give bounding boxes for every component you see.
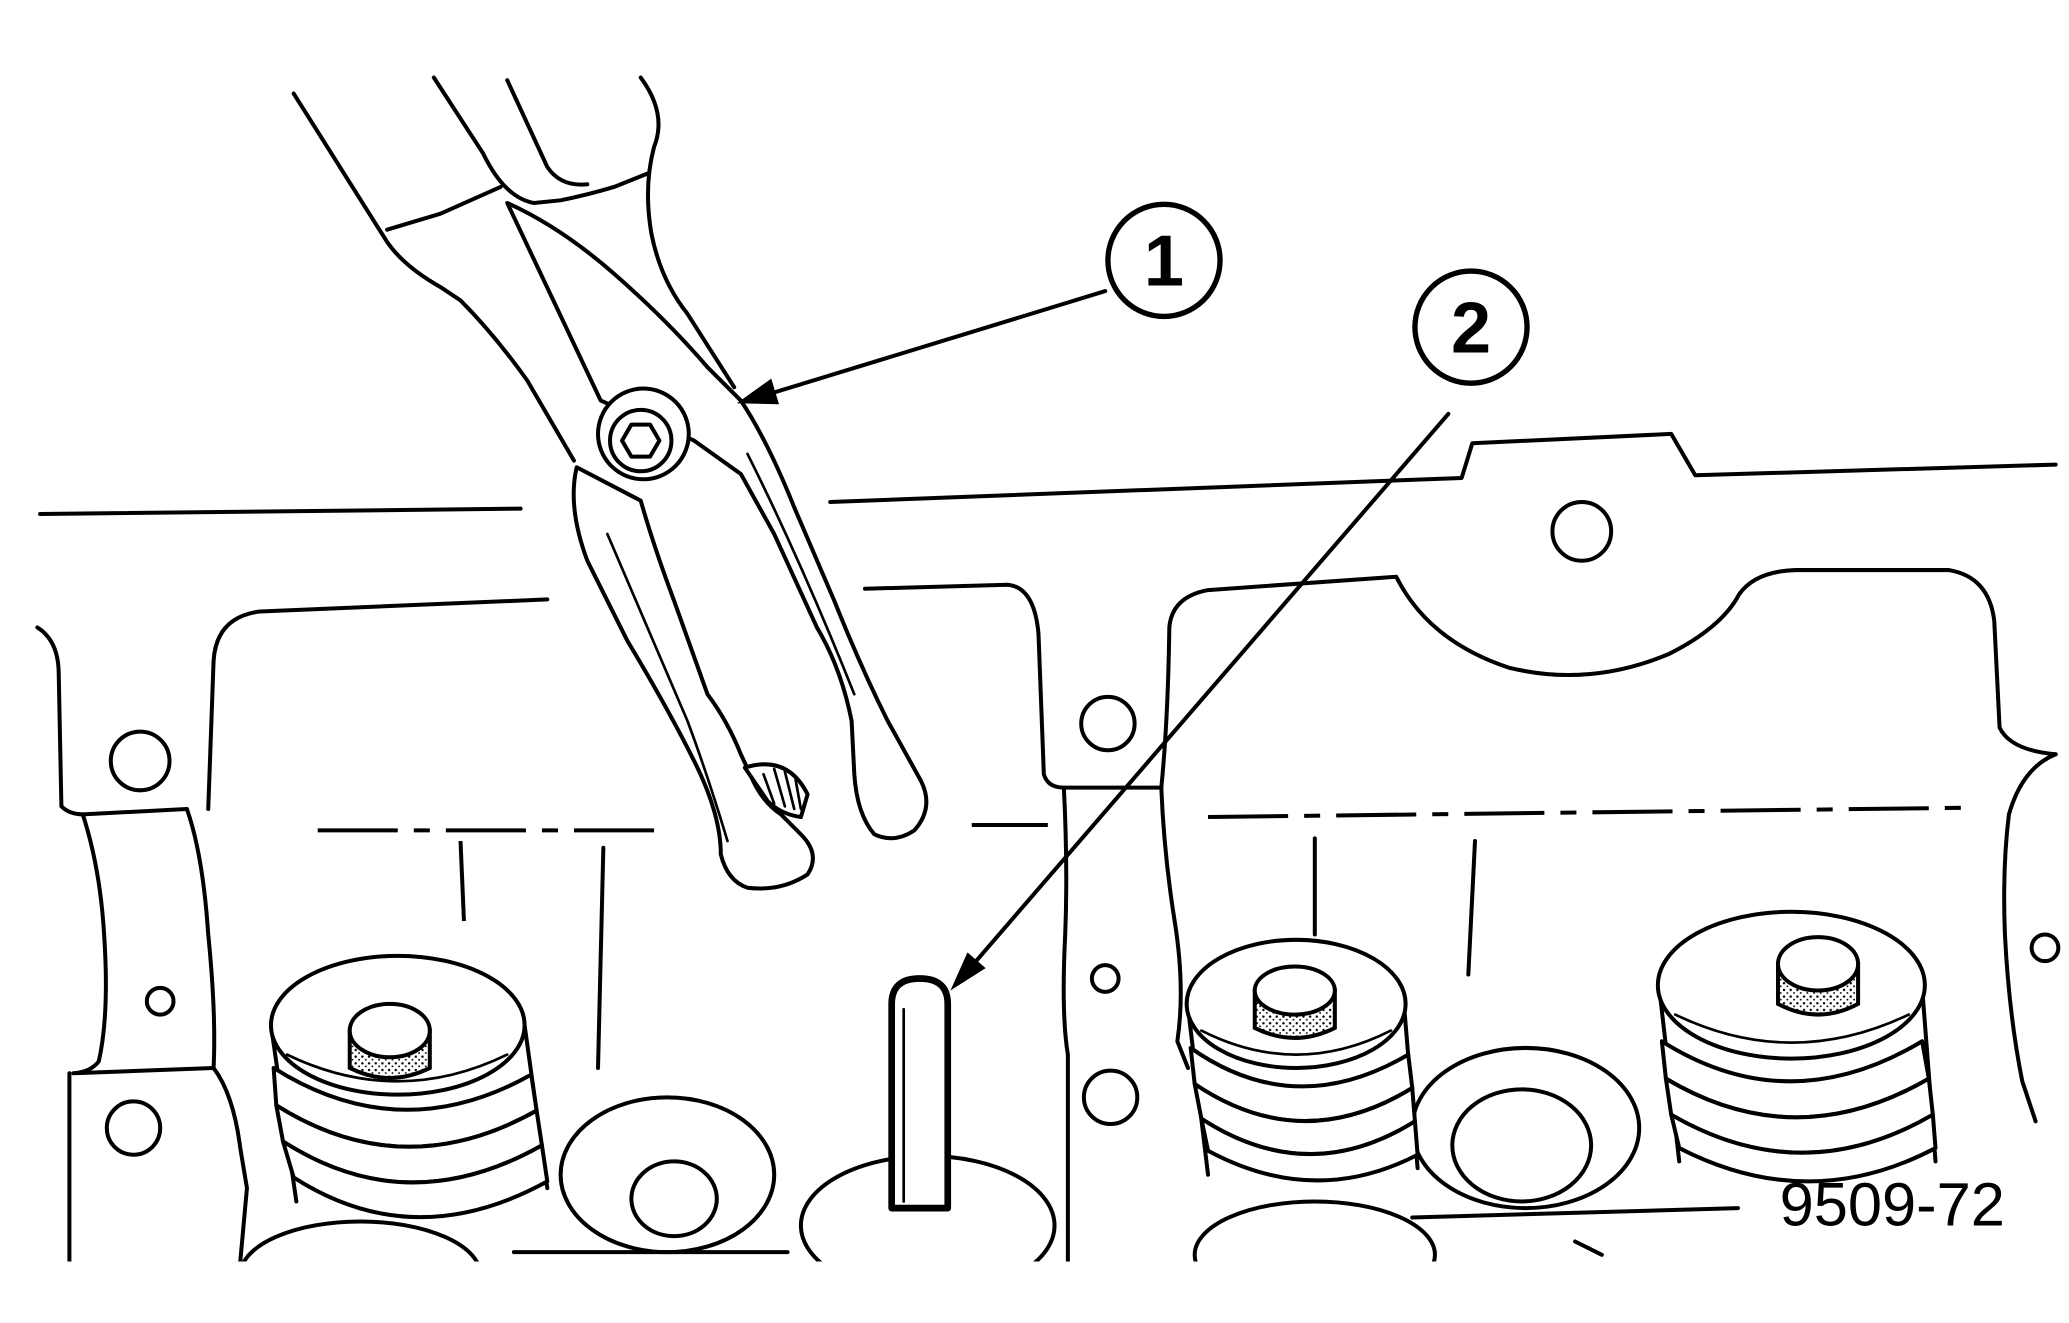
callout-1: 1 bbox=[736, 201, 1223, 405]
leader-line bbox=[758, 289, 1108, 399]
pliers-handle-band bbox=[385, 184, 503, 232]
valve-spring-middle bbox=[1184, 937, 1420, 1183]
cylinder-head bbox=[35, 431, 2061, 1262]
bolt-hole bbox=[104, 1099, 163, 1157]
centerline bbox=[1466, 839, 1477, 977]
bolt-hole bbox=[1550, 499, 1614, 563]
pliers-upper-jaw bbox=[505, 200, 929, 841]
pliers bbox=[291, 75, 929, 891]
arrowhead-icon bbox=[950, 952, 986, 991]
pliers-jaw-teeth bbox=[742, 762, 810, 820]
bolt-hole bbox=[1081, 1068, 1140, 1127]
left-lower-edge bbox=[67, 1065, 249, 1262]
figure-number: 9509-72 bbox=[1780, 1170, 2005, 1239]
left-column-inner bbox=[184, 806, 217, 1070]
centerline bbox=[1208, 805, 1973, 820]
valve-port-left bbox=[558, 1095, 777, 1255]
head-lower-edge bbox=[1573, 1239, 1604, 1257]
pliers-grip bbox=[638, 75, 737, 390]
centerline bbox=[596, 845, 606, 1070]
pushrod bbox=[798, 975, 1057, 1262]
chamber-outline bbox=[862, 568, 2058, 790]
left-column-outer bbox=[71, 812, 216, 1076]
bolt-hole bbox=[1079, 694, 1137, 753]
middle-column bbox=[1061, 785, 1191, 1262]
callout-circle bbox=[1105, 201, 1223, 320]
callout-circle bbox=[1412, 268, 1530, 386]
callout-2: 2 bbox=[950, 268, 1530, 991]
callout-label: 1 bbox=[1144, 222, 1184, 302]
valve-spring-right bbox=[1655, 909, 1938, 1184]
bolt-hole bbox=[1089, 963, 1121, 994]
centerline bbox=[458, 840, 467, 935]
pliers-pivot-bolt bbox=[596, 386, 691, 482]
head-lower-edge bbox=[1410, 1206, 1740, 1220]
pliers-grip bbox=[505, 78, 590, 187]
head-top-edge-left bbox=[38, 506, 523, 517]
bolt-hole bbox=[108, 729, 172, 793]
left-flange bbox=[35, 625, 189, 817]
leader-line bbox=[967, 411, 1451, 972]
pliers-handle bbox=[291, 91, 576, 463]
bolt-hole bbox=[144, 985, 176, 1017]
callout-label: 2 bbox=[1451, 288, 1491, 368]
valve-spring-left bbox=[268, 953, 550, 1220]
hex-socket-icon bbox=[620, 422, 662, 459]
lower-spring-seat bbox=[241, 1219, 479, 1262]
lower-spring-seat bbox=[1192, 1199, 1437, 1262]
right-edge bbox=[2002, 752, 2058, 1124]
valve-port-right bbox=[1410, 1045, 1642, 1211]
pliers-grip bbox=[431, 75, 650, 205]
left-chamber-outline bbox=[206, 597, 550, 812]
arrowhead-icon bbox=[736, 378, 780, 405]
bolt-hole bbox=[2029, 932, 2061, 964]
head-top-edge-right bbox=[828, 431, 2058, 504]
